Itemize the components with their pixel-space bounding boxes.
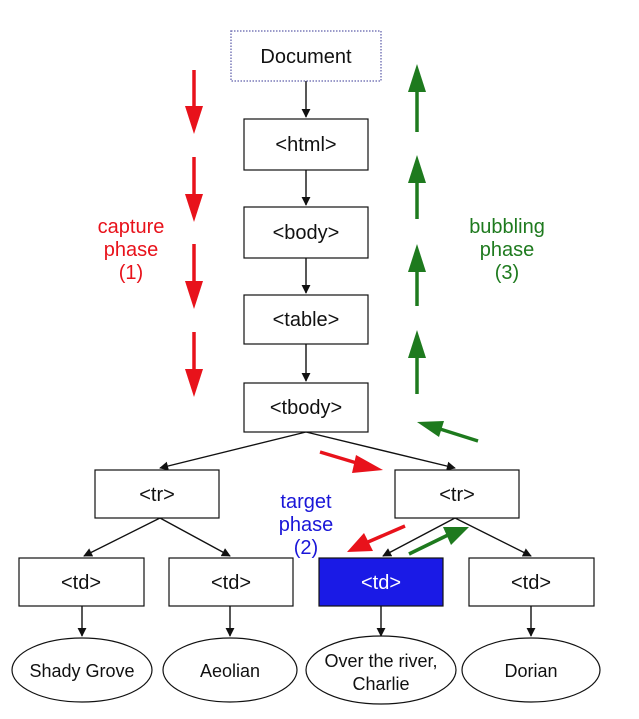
capture-arrow-down-icon [185, 157, 203, 222]
target-phase-line-1: target [280, 491, 332, 513]
leaf-4-ellipse [461, 637, 601, 703]
leaf-3: Over the river, Charlie [305, 635, 457, 705]
node-td-2-box [168, 557, 294, 607]
capture-phase-label: capture phase (1) [98, 216, 165, 284]
node-html-box [243, 118, 369, 171]
capture-arrow-down-icon [185, 244, 203, 309]
node-td-4-box [468, 557, 595, 607]
node-body: <body> [243, 206, 369, 259]
leaf-3-label-line-1: Over the river, [324, 651, 437, 671]
capture-arrow-to-target-tr-icon [319, 450, 383, 473]
bubbling-phase-line-2: phase [480, 239, 535, 261]
node-body-label: <body> [273, 222, 340, 244]
node-td-1-label: <td> [61, 572, 101, 594]
leaf-2-ellipse [162, 637, 298, 703]
node-tbody-box [243, 382, 369, 433]
bubbling-arrow-up-icon [408, 64, 426, 132]
node-tr-left-box [94, 469, 220, 519]
node-document-box [230, 30, 382, 82]
capture-arrow-to-target-td-icon [347, 524, 406, 552]
node-table-label: <table> [273, 309, 340, 331]
node-tr-right-box [394, 469, 520, 519]
node-table: <table> [243, 294, 369, 345]
leaf-4-label: Dorian [504, 661, 557, 681]
node-table-box [243, 294, 369, 345]
bubbling-arrow-up-icon [408, 330, 426, 394]
node-td-4: <td> [468, 557, 595, 607]
node-tr-right-label: <tr> [439, 484, 475, 506]
edge-tbody-tr-left [159, 431, 307, 471]
leaf-1-ellipse [11, 637, 153, 703]
leaf-3-ellipse [305, 635, 457, 705]
node-body-box [243, 206, 369, 259]
node-tbody-label: <tbody> [270, 397, 342, 419]
node-tr-left-label: <tr> [139, 484, 175, 506]
bubbling-arrows [408, 64, 479, 556]
node-tbody: <tbody> [243, 382, 369, 433]
node-td-3-label: <td> [361, 572, 401, 594]
capture-phase-line-1: capture [98, 216, 165, 238]
node-td-1: <td> [18, 557, 145, 607]
bubbling-phase-label: bubbling phase (3) [469, 216, 545, 284]
bubbling-phase-line-3: (3) [495, 262, 519, 284]
node-td-1-box [18, 557, 145, 607]
leaf-2-label: Aeolian [200, 661, 260, 681]
capture-phase-line-2: phase [104, 239, 159, 261]
edge-tr-left-td-1 [83, 517, 161, 557]
capture-arrow-down-icon [185, 70, 203, 134]
bubbling-arrow-from-td-icon [408, 527, 469, 556]
edge-tr-left-td-2 [159, 517, 231, 557]
leaf-1: Shady Grove [11, 637, 153, 703]
node-tr-right: <tr> [394, 469, 520, 519]
capture-arrows [185, 70, 406, 552]
node-td-4-label: <td> [511, 572, 551, 594]
node-html-label: <html> [275, 134, 336, 156]
edge-tr-right-td-4 [454, 517, 532, 557]
node-document: Document [230, 30, 382, 82]
node-td-3-box [318, 557, 444, 607]
leaf-2: Aeolian [162, 637, 298, 703]
node-td-2: <td> [168, 557, 294, 607]
bubbling-arrow-from-tr-icon [417, 421, 479, 443]
target-phase-line-2: phase [279, 514, 334, 536]
bubbling-arrow-up-icon [408, 155, 426, 219]
leaf-3-label-line-2: Charlie [352, 674, 409, 694]
edge-tr-right-td-3 [382, 517, 456, 557]
node-td-3-target: <td> [318, 557, 444, 607]
node-document-label: Document [260, 46, 352, 68]
tree-connectors [77, 81, 536, 637]
bubbling-phase-line-1: bubbling [469, 216, 545, 238]
node-tr-left: <tr> [94, 469, 220, 519]
leaf-1-label: Shady Grove [29, 661, 134, 681]
capture-arrow-down-icon [185, 332, 203, 397]
target-phase-line-3: (2) [294, 537, 318, 559]
target-phase-label: target phase (2) [279, 491, 334, 559]
capture-phase-line-3: (1) [119, 262, 143, 284]
bubbling-arrow-up-icon [408, 244, 426, 306]
node-html: <html> [243, 118, 369, 171]
edge-tbody-tr-right [305, 431, 456, 471]
leaf-4: Dorian [461, 637, 601, 703]
node-td-2-label: <td> [211, 572, 251, 594]
